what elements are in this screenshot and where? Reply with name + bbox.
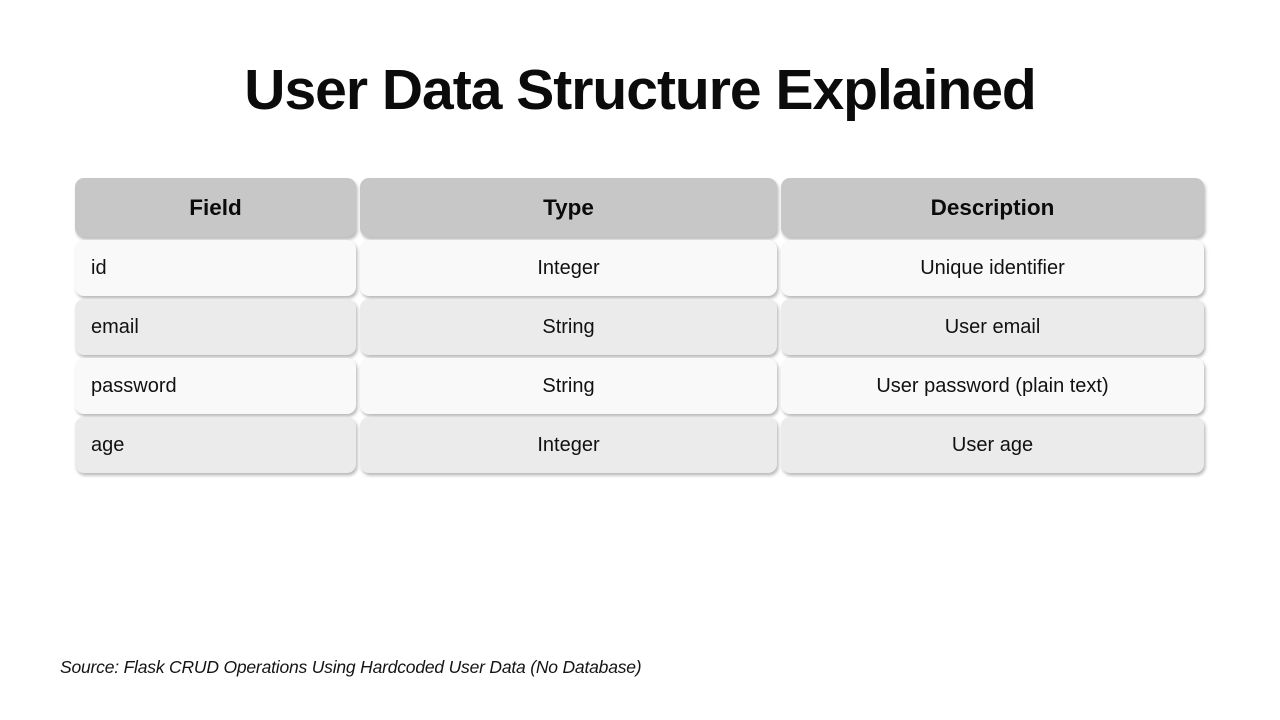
table-cell-type: Integer — [360, 240, 777, 296]
page-title: User Data Structure Explained — [244, 58, 1036, 122]
column-header-field: Field — [75, 178, 356, 237]
source-note: Source: Flask CRUD Operations Using Hard… — [60, 657, 642, 677]
table-cell-type: String — [360, 358, 777, 414]
table-cell-description: User age — [781, 417, 1204, 473]
user-data-table: Field Type Description id Integer Unique… — [75, 178, 1204, 473]
table-cell-description: User email — [781, 299, 1204, 355]
column-header-description: Description — [781, 178, 1204, 237]
table-cell-field: password — [75, 358, 356, 414]
table-cell-description: User password (plain text) — [781, 358, 1204, 414]
column-header-type: Type — [360, 178, 777, 237]
table-cell-type: Integer — [360, 417, 777, 473]
table-cell-field: id — [75, 240, 356, 296]
table-cell-description: Unique identifier — [781, 240, 1204, 296]
table-cell-type: String — [360, 299, 777, 355]
table-cell-field: age — [75, 417, 356, 473]
table-cell-field: email — [75, 299, 356, 355]
